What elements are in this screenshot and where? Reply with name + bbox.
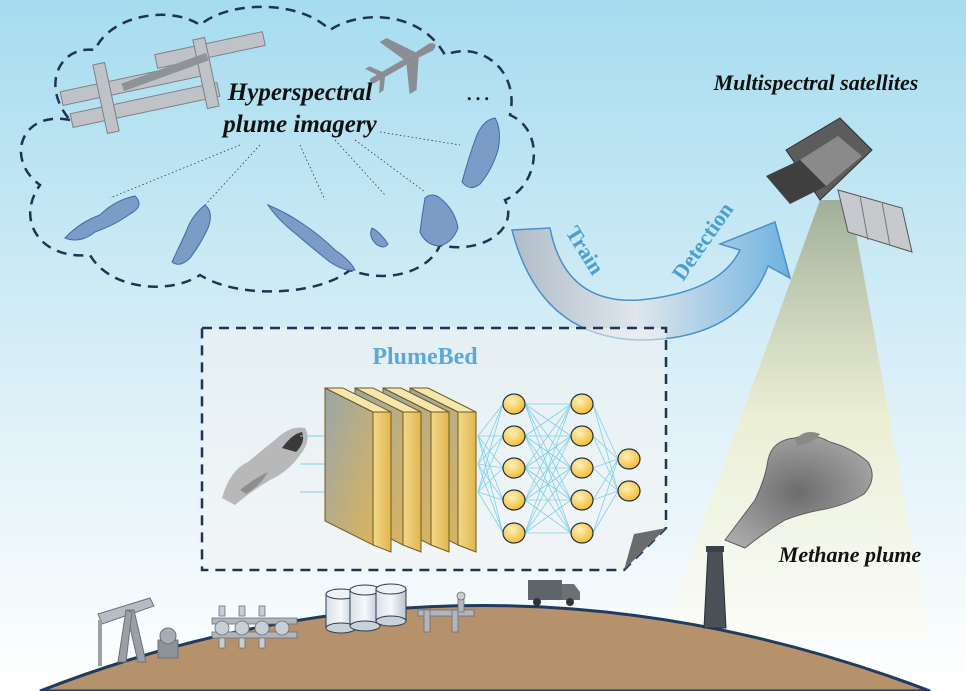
truck-icon [528,580,580,606]
connection-line [477,435,504,493]
ellipsis-text: … [465,77,491,106]
neuron-node [570,489,594,511]
conv-layer-1 [324,387,392,553]
connection-line [477,435,504,469]
plume-thumb-2 [171,204,211,265]
connection-line [524,467,572,534]
neuron-node [570,393,594,415]
storage-tanks-icon [325,583,407,634]
model-title: PlumeBed [372,344,478,370]
connection-line [477,463,504,469]
neuron-node [502,425,526,447]
cloud-outline [19,5,535,293]
connection-line [477,403,504,465]
plume-thumb-1 [64,195,140,241]
connection-line [524,403,572,501]
satellites-label: Multispectral satellites [713,70,919,95]
plume-thumb-5 [419,194,459,247]
space-station-icon [59,31,266,135]
satellite-beam [660,200,930,640]
connection-line [592,490,619,534]
airplane-icon [365,38,436,94]
neuron-node [617,448,641,470]
conv-layers [324,387,477,553]
connection-line [477,463,504,534]
methane-plume-icon [724,432,873,549]
plume-thumb-4 [370,227,389,248]
connection-line [592,435,619,460]
connection-line [477,435,504,501]
connection-line [477,491,504,501]
connection-line [592,458,619,501]
neuron-node [502,393,526,415]
connection-line [592,458,619,469]
neuron-node [617,480,641,502]
neuron-node [570,522,594,544]
cloud-title-line2: plume imagery [221,111,377,138]
hyperspectral-plumes [64,117,500,271]
connection-line [477,403,504,493]
connection-line [477,435,504,465]
neuron-node [502,522,526,544]
pipeline-valve-icon [417,591,475,633]
plume-thumb-3 [266,203,356,271]
leader-lines [109,131,461,206]
curved-arrow [511,220,792,341]
connection-line [592,403,619,460]
neuron-node [502,489,526,511]
neuron-node [502,457,526,479]
cloud-title-line1: Hyperspectral [227,79,372,106]
valve-manifold-icon [211,605,298,649]
page-fold-icon [624,528,666,570]
plume-thumb-6 [461,117,500,188]
pump-jack-icon [97,597,179,666]
methane-label: Methane plume [778,542,922,567]
connection-line [592,458,619,534]
input-plume-icon [222,427,308,505]
satellite-icon [766,117,913,253]
connection-line [477,403,504,437]
connection-line [524,403,572,534]
hyperspectral-cloud: … Hyperspectral plume imagery [19,5,535,293]
connection-line [477,491,504,534]
smokestack-icon [703,546,727,629]
connection-line [477,467,504,493]
connection-line [477,435,504,534]
connection-line [524,435,572,534]
neural-network-icon [477,393,641,544]
plumebed-panel: PlumeBed [200,326,668,572]
neuron-node [570,425,594,447]
connection-line [477,463,504,501]
neuron-node [570,457,594,479]
connection-line [524,499,572,534]
connection-line [524,403,572,437]
connection-line [524,403,572,469]
